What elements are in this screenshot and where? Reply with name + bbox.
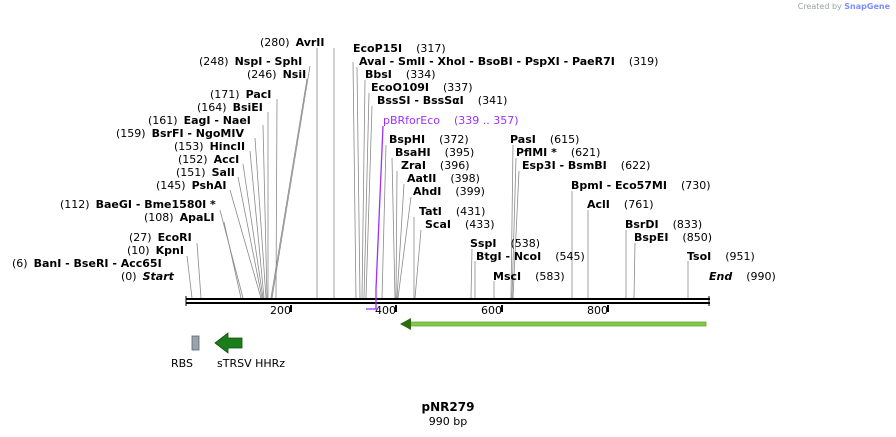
site-label: (153)HincII — [174, 140, 245, 153]
site-label: (108)ApaLI — [144, 211, 215, 224]
site-label: (159)BsrFI - NgoMIV — [116, 127, 244, 140]
site-label: (0)Start — [121, 270, 175, 283]
site-label: (145)PshAI — [156, 179, 226, 192]
site-label: BpmI - Eco57MI(730) — [571, 179, 711, 192]
site-label: BsaHI(395) — [395, 146, 474, 159]
hhrz-arrow-icon — [214, 332, 243, 354]
site-label: (280)AvrII — [260, 36, 325, 49]
ruler: 200 400 600 800 — [270, 304, 609, 317]
site-label: BspEI(850) — [634, 231, 712, 244]
sequence-bar — [185, 296, 710, 306]
site-label: EcoO109I(337) — [371, 81, 473, 94]
site-labels: (280)AvrII EcoP15I(317) (248)NspI - SphI… — [12, 36, 776, 283]
site-label: AatII(398) — [407, 172, 480, 185]
site-label: AvaI - SmlI - XhoI - BsoBI - PspXI - Pae… — [359, 55, 658, 68]
site-label: ScaI(433) — [425, 218, 495, 231]
tick-label: 800 — [587, 304, 608, 317]
site-label: (161)EagI - NaeI — [148, 114, 251, 127]
site-label: PflMI *(621) — [516, 146, 600, 159]
site-label: TsoI(951) — [687, 250, 755, 263]
site-label: SspI(538) — [470, 237, 540, 250]
hhrz-label: sTRSV HHRz — [217, 357, 285, 370]
site-label: (152)AccI — [178, 153, 239, 166]
site-label: (112)BaeGI - Bme1580I * — [60, 198, 216, 211]
plasmid-name: pNR279 — [421, 400, 475, 414]
site-label: EcoP15I(317) — [353, 42, 446, 55]
site-label: PasI(615) — [510, 133, 579, 146]
snapgene-credit: Created by SnapGene — [798, 2, 890, 11]
hhrz-feature: sTRSV HHRz — [214, 332, 285, 370]
credit-prefix: Created by — [797, 2, 842, 11]
site-label: (10)KpnI — [127, 244, 184, 257]
rbs-feature: RBS — [171, 335, 200, 370]
primer-feature: pBRforEco (339 .. 357) — [366, 114, 519, 310]
site-label: MscI(583) — [493, 270, 565, 283]
site-label: (151)SalI — [176, 166, 235, 179]
site-label: (248)NspI - SphI — [199, 55, 302, 68]
tick-label: 600 — [481, 304, 502, 317]
site-label: BspHI(372) — [389, 133, 469, 146]
site-label: (27)EcoRI — [129, 231, 192, 244]
reverse-feature-arrow — [400, 318, 707, 330]
site-label: ZraI(396) — [401, 159, 470, 172]
site-label: AclI(761) — [587, 198, 654, 211]
rbs-label: RBS — [171, 357, 193, 370]
site-label: (171)PacI — [210, 88, 271, 101]
primer-label: pBRforEco — [383, 114, 440, 127]
site-label: Esp3I - BsmBI(622) — [522, 159, 650, 172]
site-label: BbsI(334) — [365, 68, 436, 81]
rbs-icon — [191, 335, 200, 351]
site-label: (246)NsiI — [247, 68, 306, 81]
site-label: End(990) — [709, 270, 776, 283]
site-label: (164)BsiEI — [197, 101, 263, 114]
site-label: BssSI - BssSαI(341) — [377, 94, 507, 107]
tick-label: 400 — [375, 304, 396, 317]
tick-label: 200 — [270, 304, 291, 317]
primer-position: (339 .. 357) — [454, 114, 519, 127]
site-label: (6)BanI - BseRI - Acc65I — [12, 257, 162, 270]
site-connectors — [186, 48, 689, 299]
site-label: AhdI(399) — [413, 185, 485, 198]
site-label: BtgI - NcoI(545) — [476, 250, 585, 263]
snapgene-logo: SnapGene — [844, 2, 890, 11]
plasmid-length: 990 bp — [428, 415, 468, 428]
site-label: BsrDI(833) — [625, 218, 702, 231]
site-label: TatI(431) — [419, 205, 485, 218]
